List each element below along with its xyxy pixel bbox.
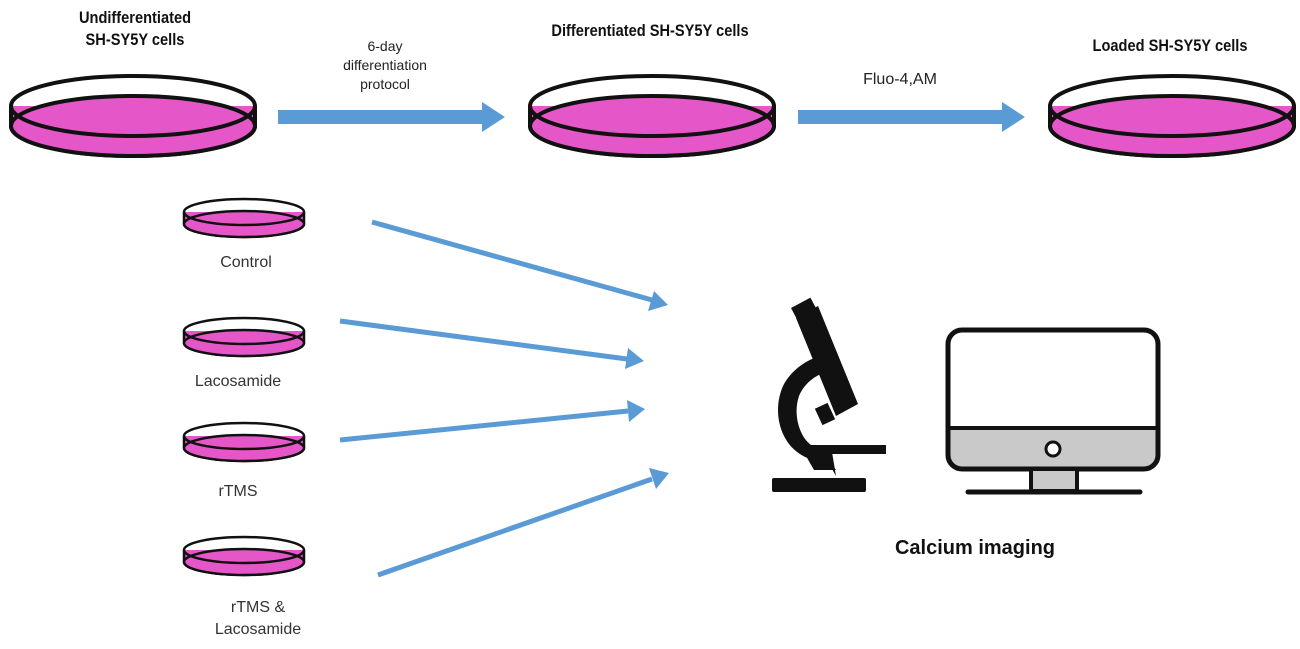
group-label-line1: Lacosamide: [194, 373, 282, 390]
group-label-control: Control: [184, 252, 308, 274]
readout-label: Calcium imaging: [860, 536, 1090, 560]
group-label-rtms: rTMS: [176, 481, 300, 503]
group-label-lacosamide: Lacosamide: [176, 371, 300, 393]
group-label-line2: Lacosamide: [214, 621, 302, 638]
stage-label-line1: Differentiated SH-SY5Y cells: [551, 21, 749, 40]
dish-rtms-lacosamide: [182, 535, 306, 577]
stage-label-differentiated: Differentiated SH-SY5Y cells: [517, 20, 784, 42]
dish-control: [182, 197, 306, 239]
group-arrows: [339, 219, 669, 578]
transition-label-fluo4: Fluo-4,AM: [840, 70, 960, 89]
arrow-rtms: [339, 408, 629, 443]
transition-label-line1: Fluo-4,AM: [863, 71, 937, 88]
stage-label-undifferentiated: Undifferentiated SH-SY5Y cells: [36, 7, 234, 51]
arrow-lacosamide: [339, 318, 628, 362]
stage-label-line1: Undifferentiated: [78, 8, 192, 27]
dish-loaded: [1048, 74, 1296, 158]
microscope-icon: [772, 297, 886, 492]
stage-label-loaded: Loaded SH-SY5Y cells: [1071, 35, 1269, 57]
stage-label-line2: SH-SY5Y cells: [85, 30, 185, 49]
group-label-line1: Control: [220, 254, 272, 271]
monitor-icon: [945, 327, 1161, 495]
transition-label-line1: 6-day: [367, 38, 403, 54]
transition-label-line2: differentiation: [343, 57, 427, 73]
readout-label-text: Calcium imaging: [894, 537, 1056, 559]
dish-differentiated: [528, 74, 776, 158]
arrow-control: [371, 219, 653, 303]
group-label-rtms-lacosamide: rTMS & Lacosamide: [196, 597, 320, 641]
dish-rtms: [182, 421, 306, 463]
transition-label-line3: protocol: [360, 76, 410, 92]
group-label-line1: rTMS &: [230, 599, 286, 616]
dish-undifferentiated: [9, 74, 257, 158]
arrow-differentiation: [278, 102, 505, 132]
arrow-rtms-lacosamide: [377, 476, 653, 578]
dish-lacosamide: [182, 316, 306, 358]
arrow-fluo4: [798, 102, 1025, 132]
stage-label-line1: Loaded SH-SY5Y cells: [1092, 36, 1248, 55]
transition-label-differentiation: 6-day differentiation protocol: [320, 37, 450, 94]
group-label-line1: rTMS: [218, 483, 258, 500]
